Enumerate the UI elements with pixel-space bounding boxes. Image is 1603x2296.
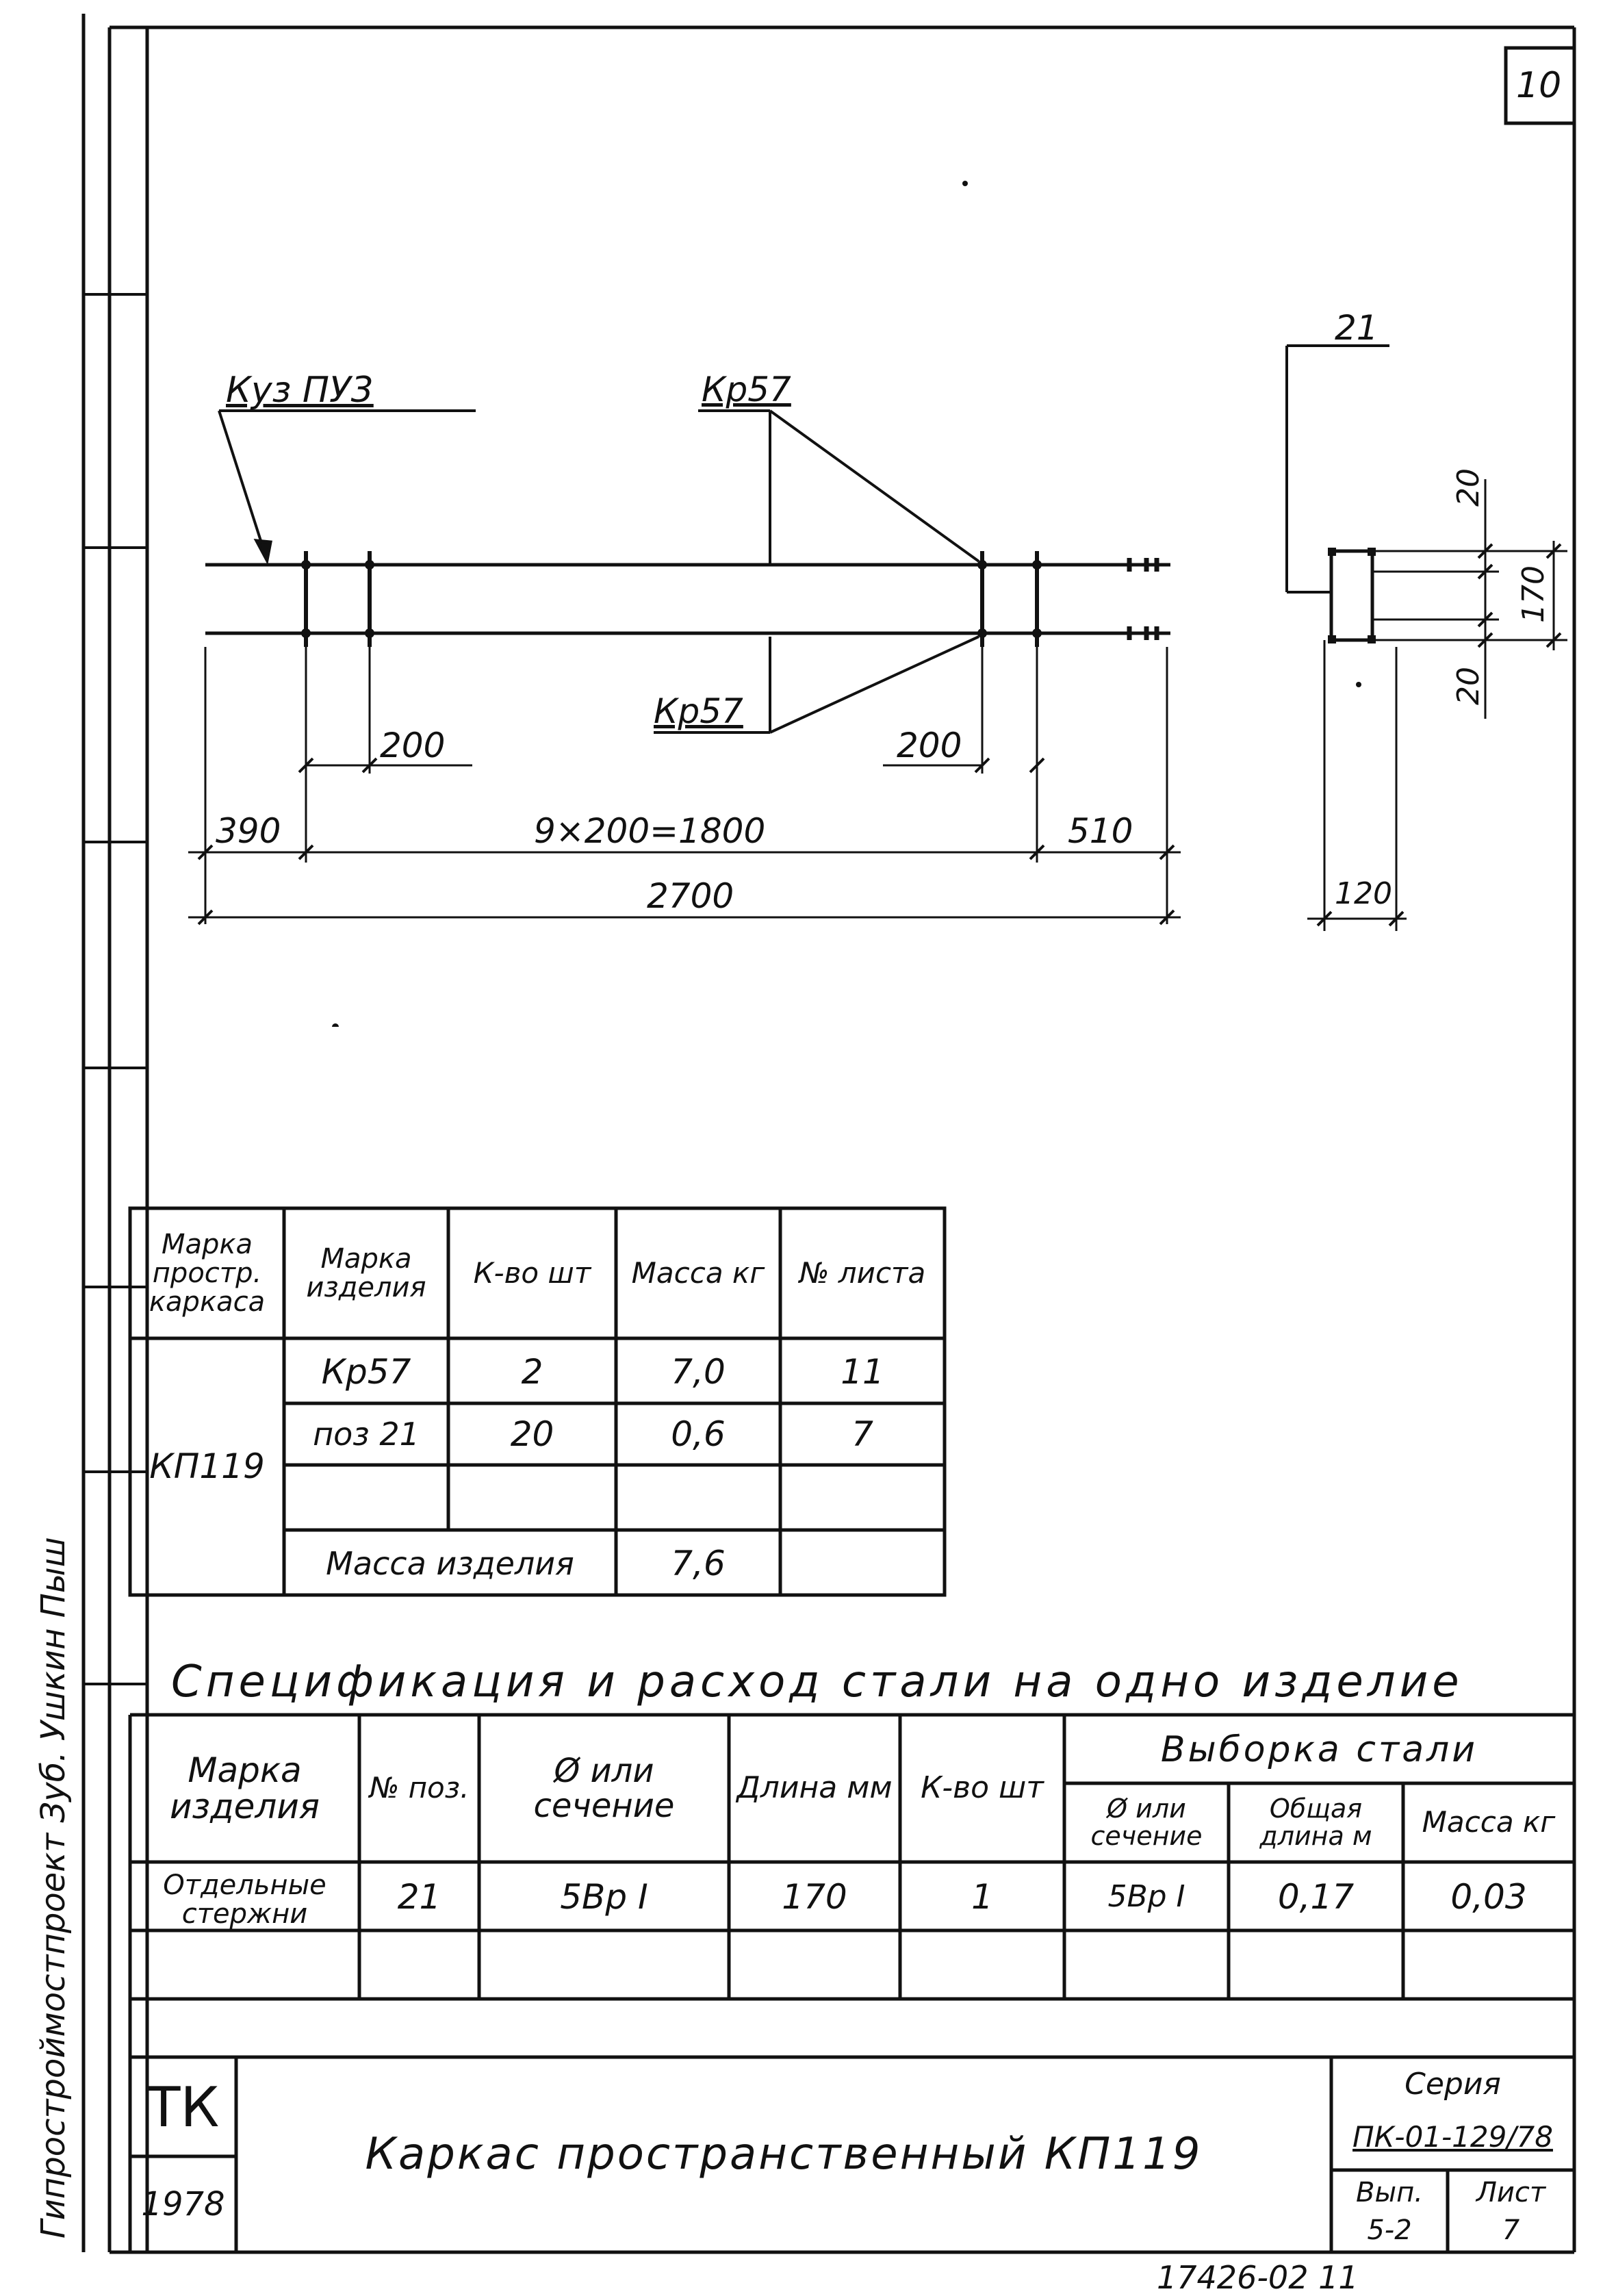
spec-subheader-diam: Ø или сечение	[1090, 1793, 1203, 1851]
section-dim-width: 120	[1335, 876, 1392, 911]
summary-header-item: Марка изделия	[306, 1243, 426, 1303]
spec-row-sub-mass: 0,03	[1450, 1876, 1527, 1917]
spec-header-mark: Марка изделия	[170, 1750, 320, 1826]
summary-total-label: Масса изделия	[326, 1544, 574, 1582]
archive-number: 17426-02 11	[1157, 2259, 1359, 2296]
summary-r1-mass: 7,0	[671, 1351, 726, 1392]
summary-r2-item: поз 21	[313, 1416, 420, 1453]
spec-row-sub-diam: 5Вр I	[1107, 1878, 1185, 1914]
bar-label-bottom: Кр57	[654, 691, 743, 731]
dim-middle-run: 9×200=1800	[534, 811, 766, 851]
section-cage	[1329, 549, 1374, 642]
title-block-org: ТК	[146, 2076, 220, 2139]
dim-right-offset: 510	[1068, 811, 1133, 851]
title-block-issue-label: Вып.	[1356, 2176, 1423, 2208]
dim-overall: 2700	[647, 876, 734, 916]
spec-header-length: Длина мм	[736, 1770, 893, 1806]
spec-row-length: 170	[782, 1876, 847, 1917]
summary-header-qty: К-во шт	[473, 1255, 591, 1290]
summary-r1-qty: 2	[521, 1351, 543, 1392]
spec-table-title: Спецификация и расход стали на одно изде…	[171, 1657, 1463, 1707]
dim-left-offset: 390	[216, 811, 281, 851]
sheet-number: 10	[1516, 65, 1562, 106]
spec-header-qty: К-во шт	[921, 1770, 1044, 1806]
spec-row-pos: 21	[397, 1876, 441, 1917]
spec-header-diam: Ø или сечение	[533, 1752, 675, 1825]
dim-spacing-left: 200	[380, 726, 446, 765]
spec-header-group: Выборка стали	[1160, 1729, 1478, 1770]
node-label: Куз ПУ3	[226, 370, 374, 411]
title-block-sheet-value: 7	[1502, 2214, 1520, 2246]
summary-header-mass: Масса кг	[631, 1255, 765, 1290]
summary-r1-item: Кр57	[321, 1351, 411, 1392]
summary-header-frame: Марка простр. каркаса	[149, 1229, 266, 1318]
summary-r1-sheet: 11	[841, 1351, 884, 1392]
spec-subheader-mass: Масса кг	[1422, 1805, 1556, 1839]
summary-r2-mass: 0,6	[671, 1414, 726, 1455]
frame-elevation-drawing	[188, 181, 1567, 1027]
spec-row-mark: Отдельные стержни	[163, 1870, 326, 1930]
spec-header-pos: № поз.	[369, 1771, 470, 1805]
summary-frame-mark: КП119	[149, 1446, 265, 1487]
summary-total-value: 7,6	[671, 1543, 726, 1583]
summary-r2-qty: 20	[510, 1414, 554, 1455]
summary-table-grid	[128, 1206, 947, 1597]
title-block-issue-value: 5-2	[1367, 2214, 1412, 2246]
bar-label-top: Кр57	[702, 370, 791, 409]
spec-row-sub-total: 0,17	[1277, 1876, 1355, 1917]
title-block-series-code: ПК-01-129/78	[1352, 2120, 1553, 2154]
summary-r2-sheet: 7	[851, 1414, 873, 1455]
title-block-year: 1978	[141, 2184, 225, 2223]
title-block-sheet-label: Лист	[1476, 2176, 1546, 2208]
section-pos-label: 21	[1335, 308, 1378, 348]
spec-subheader-total: Общая длина м	[1259, 1793, 1372, 1851]
dim-spacing-right: 200	[897, 726, 962, 765]
title-block-title: Каркас пространственный КП119	[365, 2128, 1203, 2180]
spec-row-diam: 5Вр I	[560, 1876, 648, 1917]
title-block-series-label: Серия	[1405, 2066, 1501, 2102]
spec-row-qty: 1	[971, 1876, 993, 1917]
summary-header-sheet: № листа	[799, 1255, 926, 1290]
